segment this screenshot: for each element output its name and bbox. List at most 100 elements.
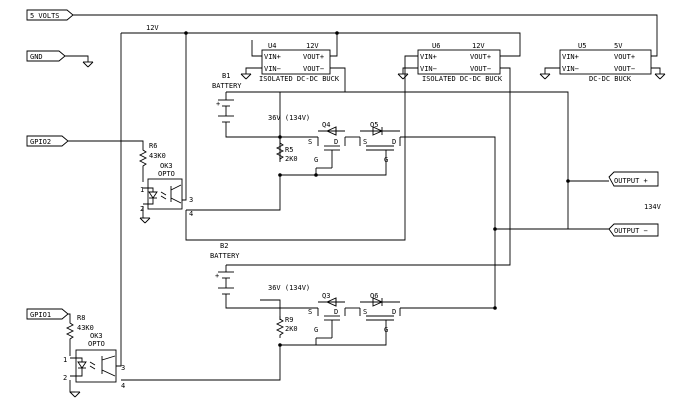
opto-bottom-pin2: 2 xyxy=(63,374,67,382)
optocoupler-top: OK3 OPTO 1 2 3 4 xyxy=(140,162,193,218)
converter-u6: U6 12V VIN+ VIN− VOUT+ VOUT− ISOLATED DC… xyxy=(417,42,503,83)
r6-value: 43K0 xyxy=(149,152,166,160)
u4-pin-vin-plus: VIN+ xyxy=(264,53,281,61)
port-output-plus-label: OUTPUT + xyxy=(614,177,648,185)
u6-pin-vout-minus: VOUT− xyxy=(470,65,491,73)
r6-ref: R6 xyxy=(149,142,157,150)
b2-voltage: 36V (134V) xyxy=(268,284,310,292)
opto-top-ref: OK3 xyxy=(160,162,173,170)
r5-ref: R5 xyxy=(285,146,293,154)
r8-value: 43K0 xyxy=(77,324,94,332)
u6-pin-vin-plus: VIN+ xyxy=(420,53,437,61)
q4-source: S xyxy=(308,138,312,146)
q4-drain: D xyxy=(334,138,338,146)
u4-ref: U4 xyxy=(268,42,276,50)
converter-u4: U4 12V VIN+ VIN− VOUT+ VOUT− ISOLATED DC… xyxy=(259,42,340,83)
u6-description: ISOLATED DC-DC BUCK xyxy=(422,75,503,83)
u4-pin-vin-minus: VIN− xyxy=(264,65,281,73)
q5-drain: D xyxy=(392,138,396,146)
b2-plus-sign: + xyxy=(215,272,219,280)
opto-bottom-pin4: 4 xyxy=(121,382,125,390)
ground-symbol-u5-out xyxy=(654,73,666,80)
opto-top-type: OPTO xyxy=(158,170,175,178)
optocoupler-bottom: OK3 OPTO 1 2 3 4 xyxy=(63,332,125,390)
q5-source: S xyxy=(363,138,367,146)
ground-symbol-u4 xyxy=(240,73,252,80)
ground-symbol-opto-top xyxy=(139,217,151,224)
port-gpio2: GPIO2 xyxy=(26,135,69,147)
q6-ref: Q6 xyxy=(370,292,378,300)
u4-pin-vout-plus: VOUT+ xyxy=(303,53,324,61)
resistor-r6: R6 43K0 xyxy=(139,142,166,170)
port-5-volts-label: 5 VOLTS xyxy=(30,12,60,20)
u6-pin-vout-plus: VOUT+ xyxy=(470,53,491,61)
u5-description: DC-DC BUCK xyxy=(589,75,632,83)
u6-pin-vin-minus: VIN− xyxy=(420,65,437,73)
b1-ref: B1 xyxy=(222,72,230,80)
port-gpio1-label: GPIO1 xyxy=(30,311,51,319)
battery-b2: B2 BATTERY + 36V (134V) xyxy=(210,242,310,300)
port-5-volts: 5 VOLTS xyxy=(26,9,74,21)
mosfet-q6: Q6 S D G xyxy=(359,292,401,338)
ground-symbol-opto-bottom xyxy=(69,391,81,398)
q6-source: S xyxy=(363,308,367,316)
port-output-minus-label: OUTPUT − xyxy=(614,227,648,235)
port-gnd: GND xyxy=(26,50,66,62)
opto-top-pin1: 1 xyxy=(140,186,144,194)
u5-pin-vin-plus: VIN+ xyxy=(562,53,579,61)
resistor-r5: R5 2K0 xyxy=(276,139,298,163)
ground-symbol-u5-in xyxy=(539,73,551,80)
q6-drain: D xyxy=(392,308,396,316)
u5-pin-vout-minus: VOUT− xyxy=(614,65,635,73)
wire-network xyxy=(65,14,661,393)
opto-bottom-type: OPTO xyxy=(88,340,105,348)
b2-type: BATTERY xyxy=(210,252,240,260)
resistor-r8: R8 43K0 xyxy=(66,314,94,343)
q3-drain: D xyxy=(334,308,338,316)
ground-symbol-u6 xyxy=(397,73,409,80)
u4-pin-vout-minus: VOUT− xyxy=(303,65,324,73)
opto-top-pin2: 2 xyxy=(140,205,144,213)
u5-ref: U5 xyxy=(578,42,586,50)
mosfet-q5: Q5 S D G xyxy=(359,121,401,168)
port-gnd-label: GND xyxy=(30,53,43,61)
r5-value: 2K0 xyxy=(285,155,298,163)
b1-plus-sign: + xyxy=(216,100,220,108)
u6-ref: U6 xyxy=(432,42,440,50)
battery-b1: B1 BATTERY + 36V (134V) xyxy=(212,72,310,130)
opto-bottom-ref: OK3 xyxy=(90,332,103,340)
q4-ref: Q4 xyxy=(322,121,330,129)
b2-ref: B2 xyxy=(220,242,228,250)
q4-gate: G xyxy=(314,156,318,164)
r9-value: 2K0 xyxy=(285,325,298,333)
opto-top-pin3: 3 xyxy=(189,196,193,204)
opto-bottom-pin3: 3 xyxy=(121,364,125,372)
resistor-r9: R9 2K0 xyxy=(276,315,298,339)
u4-description: ISOLATED DC-DC BUCK xyxy=(259,75,340,83)
port-gpio1: GPIO1 xyxy=(26,308,69,320)
u5-rating: 5V xyxy=(614,42,623,50)
u4-rating: 12V xyxy=(306,42,319,50)
rail-12v-label: 12V xyxy=(146,24,159,32)
output-voltage-label: 134V xyxy=(644,203,662,211)
b1-voltage: 36V (134V) xyxy=(268,114,310,122)
b1-type: BATTERY xyxy=(212,82,242,90)
converter-u5: U5 5V VIN+ VIN− VOUT+ VOUT− DC-DC BUCK xyxy=(559,42,652,83)
r9-ref: R9 xyxy=(285,316,293,324)
u6-rating: 12V xyxy=(472,42,485,50)
u5-pin-vin-minus: VIN− xyxy=(562,65,579,73)
mosfet-q3: Q3 S D G xyxy=(308,292,346,339)
ground-symbol-gnd xyxy=(82,61,94,68)
u5-pin-vout-plus: VOUT+ xyxy=(614,53,635,61)
mosfet-q4: Q4 S D G xyxy=(308,121,346,169)
q5-ref: Q5 xyxy=(370,121,378,129)
r8-ref: R8 xyxy=(77,314,85,322)
port-output-minus: OUTPUT − xyxy=(608,223,659,237)
q3-gate: G xyxy=(314,326,318,334)
q3-ref: Q3 xyxy=(322,292,330,300)
port-output-plus: OUTPUT + xyxy=(608,171,659,187)
opto-bottom-pin1: 1 xyxy=(63,356,67,364)
port-gpio2-label: GPIO2 xyxy=(30,138,51,146)
junction-dots xyxy=(184,31,570,347)
